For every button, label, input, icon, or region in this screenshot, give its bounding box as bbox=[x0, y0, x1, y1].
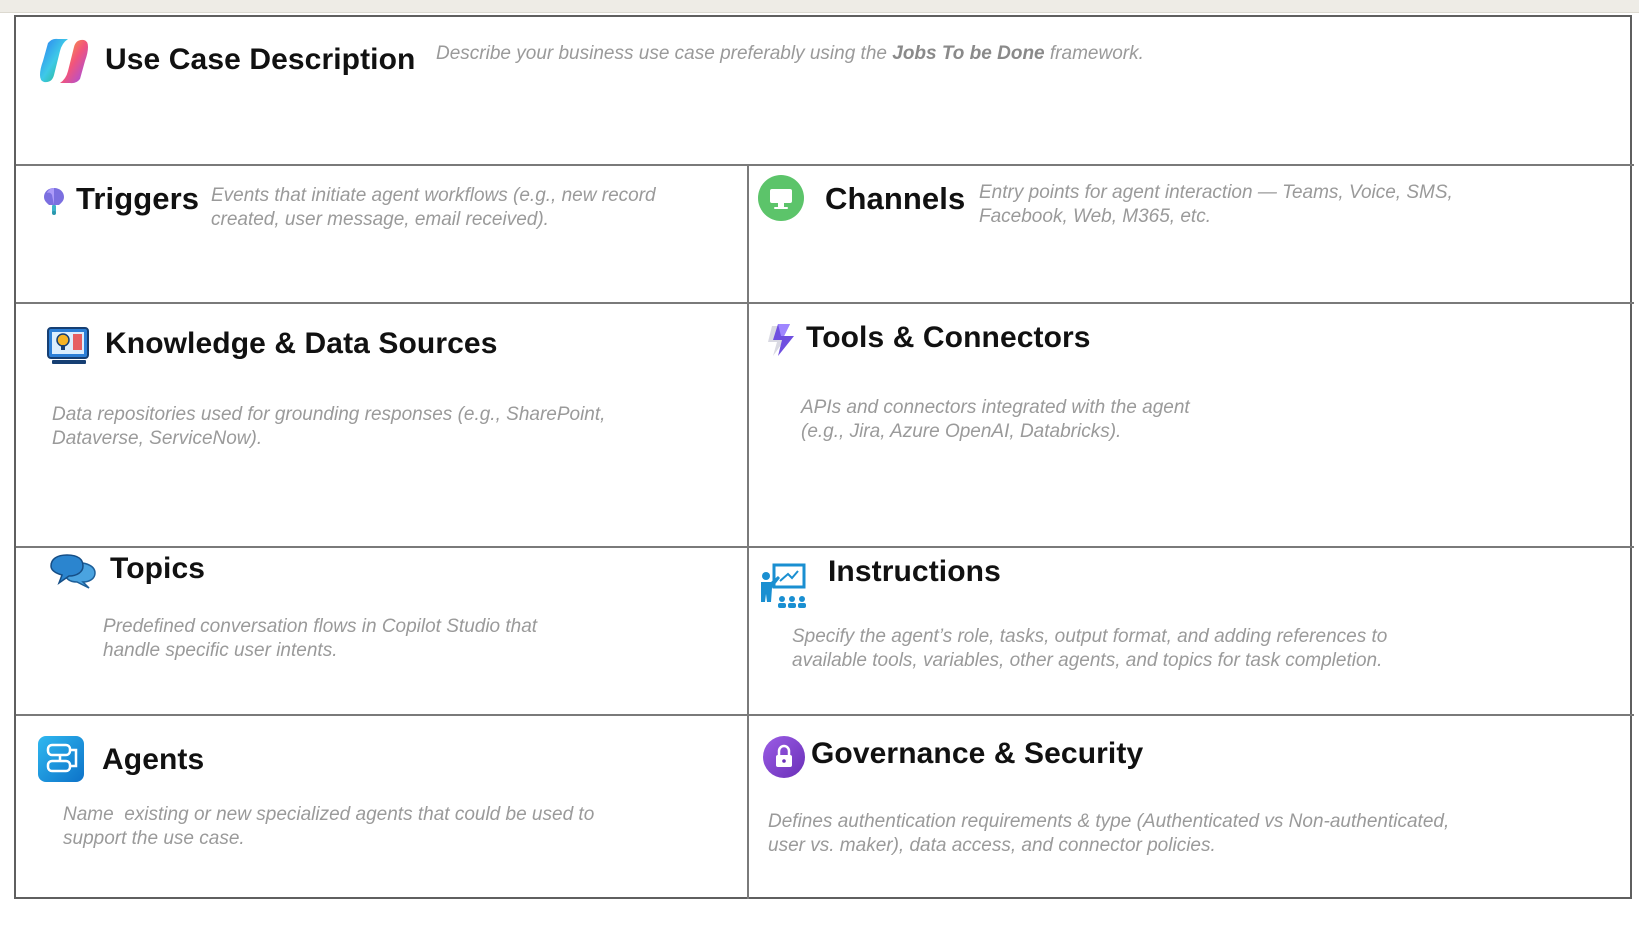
tools-description: APIs and connectors integrated with the … bbox=[801, 396, 1190, 444]
knowledge-title: Knowledge & Data Sources bbox=[105, 327, 498, 360]
divider-row-4 bbox=[16, 714, 1634, 716]
governance-desc-line-2: user vs. maker), data access, and connec… bbox=[768, 835, 1216, 856]
lightbulb-pin-icon bbox=[41, 186, 67, 216]
topics-desc-line-2: handle specific user intents. bbox=[103, 640, 338, 661]
instructions-title: Instructions bbox=[828, 555, 1001, 588]
triggers-desc-line-2: created, user message, email received). bbox=[211, 209, 549, 230]
agents-desc-line-2: support the use case. bbox=[63, 828, 245, 849]
tools-desc-line-2: (e.g., Jira, Azure OpenAI, Databricks). bbox=[801, 421, 1122, 442]
knowledge-desc-line-1: Data repositories used for grounding res… bbox=[52, 404, 606, 425]
presenter-board-icon bbox=[758, 562, 810, 610]
governance-desc-line-1: Defines authentication requirements & ty… bbox=[768, 811, 1450, 832]
topics-description: Predefined conversation flows in Copilot… bbox=[103, 615, 537, 663]
use-case-desc-suffix: framework. bbox=[1044, 43, 1144, 64]
copilot-logo-icon bbox=[38, 35, 90, 87]
divider-row-2 bbox=[16, 302, 1634, 304]
use-case-desc-prefix: Describe your business use case preferab… bbox=[436, 43, 893, 64]
use-case-description: Describe your business use case preferab… bbox=[436, 42, 1144, 66]
knowledge-description: Data repositories used for grounding res… bbox=[52, 403, 605, 451]
lock-circle-icon bbox=[762, 735, 806, 779]
instructions-description: Specify the agent’s role, tasks, output … bbox=[792, 625, 1387, 673]
topics-title: Topics bbox=[110, 552, 206, 585]
divider-row-3 bbox=[16, 546, 1634, 548]
divider-row-1 bbox=[16, 164, 1634, 166]
knowledge-screen-icon bbox=[46, 324, 92, 368]
instructions-desc-line-1: Specify the agent’s role, tasks, output … bbox=[792, 626, 1388, 647]
channels-title: Channels bbox=[825, 181, 966, 216]
agent-canvas: Use Case Description Describe your busin… bbox=[14, 15, 1634, 899]
channels-desc-line-1: Entry points for agent interaction — Tea… bbox=[979, 182, 1453, 203]
monitor-circle-icon bbox=[757, 174, 805, 222]
knowledge-desc-line-2: Dataverse, ServiceNow). bbox=[52, 428, 263, 449]
channels-description: Entry points for agent interaction — Tea… bbox=[979, 181, 1453, 229]
triggers-desc-line-1: Events that initiate agent workflows (e.… bbox=[211, 185, 656, 206]
agents-desc-line-1: Name existing or new specialized agents … bbox=[63, 804, 595, 825]
use-case-desc-emphasis: Jobs To be Done bbox=[892, 43, 1045, 64]
tools-title: Tools & Connectors bbox=[806, 321, 1091, 354]
tools-desc-line-1: APIs and connectors integrated with the … bbox=[801, 397, 1190, 418]
agents-description: Name existing or new specialized agents … bbox=[63, 803, 594, 851]
lightning-bolt-icon bbox=[766, 322, 798, 358]
instructions-desc-line-2: available tools, variables, other agents… bbox=[792, 650, 1383, 671]
top-strip bbox=[0, 0, 1639, 13]
governance-description: Defines authentication requirements & ty… bbox=[768, 810, 1449, 858]
triggers-title: Triggers bbox=[76, 181, 200, 216]
use-case-title: Use Case Description bbox=[105, 43, 416, 76]
agents-title: Agents bbox=[102, 743, 205, 776]
chat-bubbles-icon bbox=[49, 553, 97, 589]
divider-column bbox=[747, 165, 749, 899]
topics-desc-line-1: Predefined conversation flows in Copilot… bbox=[103, 616, 538, 637]
triggers-description: Events that initiate agent workflows (e.… bbox=[211, 184, 656, 232]
governance-title: Governance & Security bbox=[811, 737, 1144, 770]
channels-desc-line-2: Facebook, Web, M365, etc. bbox=[979, 206, 1211, 227]
agent-flow-icon bbox=[38, 736, 84, 782]
